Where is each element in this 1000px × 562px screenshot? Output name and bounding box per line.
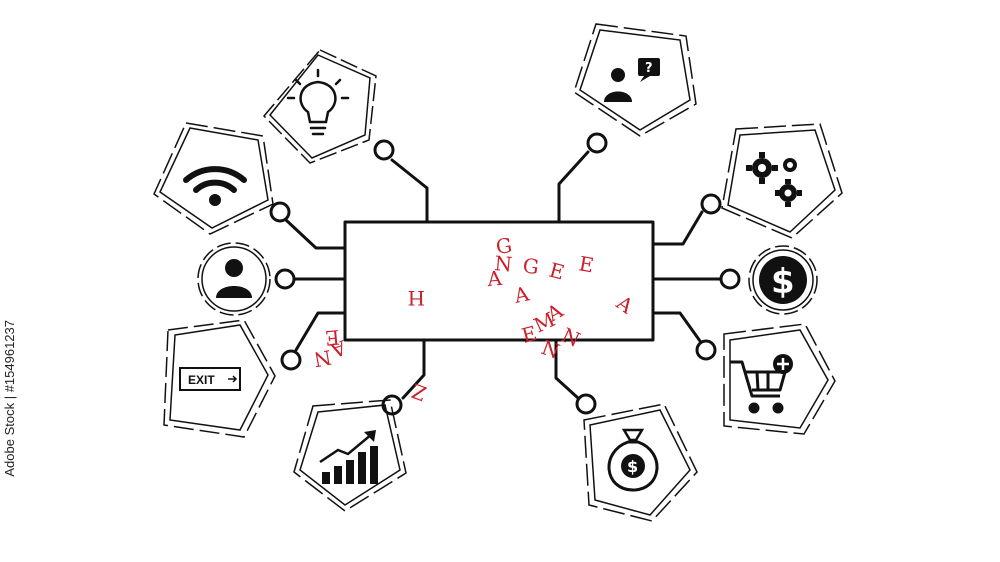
chat-user-icon: ?	[604, 58, 660, 102]
watermark: Adobe Stock | #154961237	[2, 320, 30, 520]
hub-letter: E	[547, 258, 567, 285]
svg-text:$: $	[627, 457, 638, 476]
exit-sign-icon: EXIT	[179, 367, 241, 391]
hub-letter: G	[494, 233, 513, 259]
hub-letter: E	[577, 251, 596, 277]
exit-sign-text: EXIT	[188, 373, 215, 387]
wifi-icon	[183, 166, 247, 206]
chat-question-mark: ?	[645, 61, 653, 76]
user-icon	[216, 259, 252, 298]
hub-letter: H	[408, 286, 425, 310]
hub-letter: N	[312, 345, 333, 372]
hub-letter: E	[324, 325, 341, 350]
connector-lines	[284, 150, 722, 400]
money-bag-icon: $	[607, 428, 659, 492]
dollar-icon: $	[759, 256, 807, 304]
central-chip	[343, 220, 655, 342]
cart-add-icon	[730, 354, 793, 414]
pentagon-frames	[153, 23, 843, 522]
hub-letter: A	[485, 266, 503, 291]
hub-letter: E	[519, 321, 539, 348]
hub-letter: A	[511, 281, 532, 308]
watermark-text: Adobe Stock | #154961237	[2, 320, 17, 477]
gears-icon	[746, 152, 802, 207]
hub-letter: N	[494, 251, 514, 276]
lightbulb-icon	[286, 68, 350, 136]
terminal-circles	[269, 132, 741, 416]
hub-letter: G	[521, 253, 540, 279]
svg-text:$: $	[771, 262, 795, 302]
hub-letter: Z	[408, 379, 429, 406]
growth-chart-icon	[319, 430, 378, 484]
